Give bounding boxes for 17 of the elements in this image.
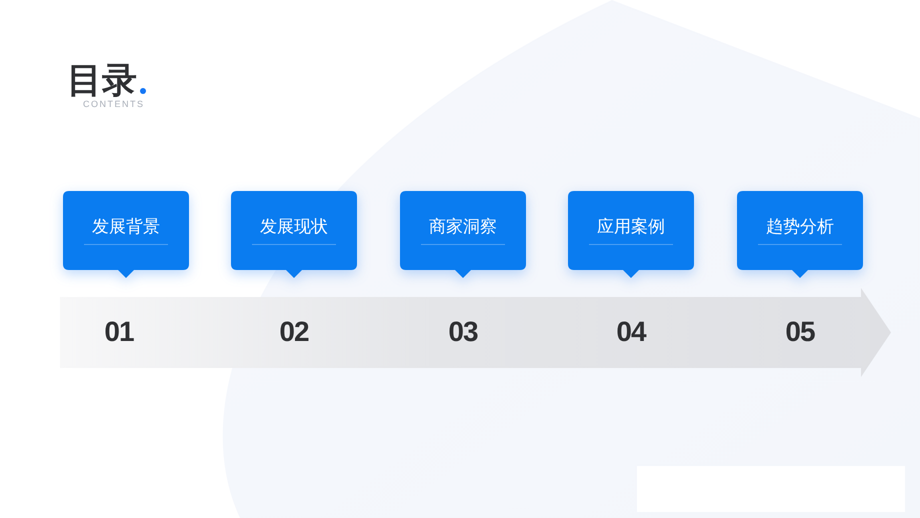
callout-label: 发展背景 (92, 216, 160, 238)
callout-box (568, 191, 694, 278)
callout-label: 商家洞察 (429, 216, 497, 238)
page-title: 目录 (67, 60, 137, 101)
callout-label: 发展现状 (260, 216, 328, 238)
callout-box (737, 191, 863, 278)
step-number: 03 (447, 316, 479, 348)
callout-box (63, 191, 189, 278)
subtitle-text: CONTENTS (83, 99, 144, 110)
step-number: 01 (103, 316, 135, 348)
step-number: 04 (615, 316, 648, 348)
callout-label: 趋势分析 (766, 216, 834, 238)
callout-box (400, 191, 526, 278)
callout-box (231, 191, 357, 278)
callout-label: 应用案例 (597, 216, 665, 238)
step-number: 05 (784, 316, 816, 348)
step-number: 02 (278, 316, 310, 348)
